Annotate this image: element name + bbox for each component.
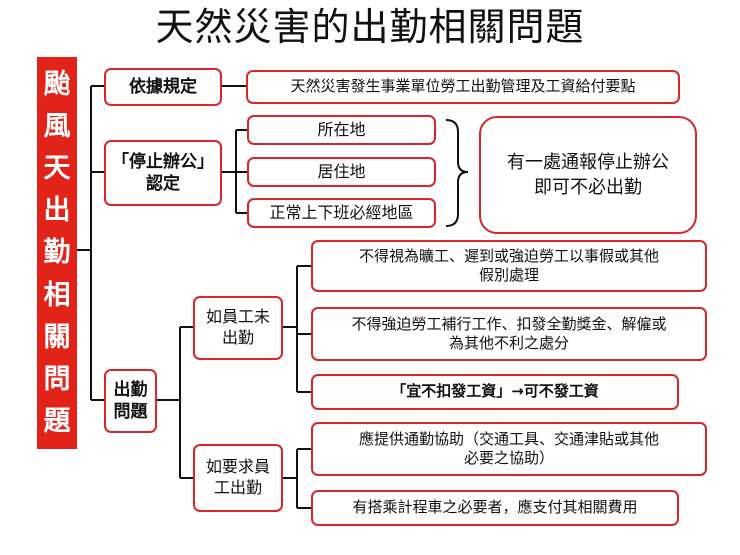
closure-conclusion-line1: 有一處通報停止辦公: [507, 151, 669, 173]
absent-item-line1: 不得強迫勞工補行工作、扣發全勤獎金、解僱或: [351, 314, 667, 333]
absent-label-line2: 出勤: [221, 328, 254, 347]
attendance-label-line1: 出勤: [113, 379, 148, 400]
absent-label: 如員工未 出勤: [193, 296, 283, 360]
absent-item-line1: 不得視為曠工、遲到或強迫勞工以事假或其他: [358, 246, 659, 265]
side-label-char: 勤: [43, 237, 71, 269]
absent-item-line2: 為其他不利之處分: [448, 334, 569, 352]
requested-item-line2: 必要之協助）: [463, 449, 554, 467]
side-label-char: 天: [43, 153, 71, 185]
absent-item-line1: 「宜不扣發工資」→可不發工資: [391, 382, 599, 401]
requested-item-taxi-fare: 有搭乘計程車之必要者，應支付其相關費用: [311, 490, 679, 526]
closure-label-line2: 認定: [146, 174, 180, 194]
absent-label-line1: 如員工未: [205, 307, 270, 327]
requested-item-line1: 有搭乘計程車之必要者，應支付其相關費用: [352, 498, 638, 517]
absent-item-no-absenteeism: 不得視為曠工、遲到或強迫勞工以事假或其他 假別處理: [311, 240, 707, 292]
requested-label: 如要求員 工出勤: [193, 444, 283, 512]
side-label-typhoon-attendance: 颱 風 天 出 勤 相 關 問 題: [37, 57, 77, 449]
diagram-title: 天然災害的出勤相關問題: [155, 5, 585, 49]
side-label-char: 颱: [43, 68, 71, 100]
closure-item-text: 正常上下班必經地區: [269, 202, 414, 222]
attendance-label: 出勤 問題: [104, 369, 157, 433]
closure-conclusion: 有一處通報停止辦公 即可不必出勤: [479, 116, 697, 234]
absent-item-no-penalty: 不得強迫勞工補行工作、扣發全勤獎金、解僱或 為其他不利之處分: [311, 307, 707, 361]
side-label-char: 關: [43, 321, 71, 353]
closure-item-commute-route: 正常上下班必經地區: [247, 198, 436, 228]
side-label-char: 相: [43, 279, 71, 311]
closure-conclusion-line2: 即可不必出勤: [534, 177, 642, 198]
closure-item-location: 所在地: [247, 115, 436, 145]
absent-item-wages: 「宜不扣發工資」→可不發工資: [311, 374, 679, 410]
side-label-char: 問: [43, 364, 71, 396]
requested-item-commute-assistance: 應提供通勤協助（交通工具、交通津貼或其他 必要之協助）: [311, 422, 707, 476]
attendance-label-line2: 問題: [113, 402, 148, 422]
closure-item-text: 居住地: [317, 161, 366, 181]
side-label-char: 風: [43, 110, 71, 142]
basis-label: 依據規定: [104, 68, 222, 106]
basis-label-text: 依據規定: [129, 76, 197, 97]
side-label-char: 題: [43, 406, 71, 438]
curly-brace: [445, 119, 469, 227]
closure-label-line1: 「停止辦公」: [112, 151, 214, 172]
requested-label-line2: 工出勤: [213, 478, 262, 497]
side-label-char: 出: [43, 195, 71, 227]
closure-item-residence: 居住地: [247, 157, 436, 187]
closure-item-text: 所在地: [317, 119, 366, 139]
requested-item-line1: 應提供通勤協助（交通工具、交通津貼或其他: [358, 429, 659, 448]
closure-label: 「停止辦公」 認定: [104, 140, 222, 206]
basis-content: 天然災害發生事業單位勞工出勤管理及工資給付要點: [246, 70, 680, 104]
absent-item-line2: 假別處理: [478, 266, 539, 284]
basis-content-text: 天然災害發生事業單位勞工出勤管理及工資給付要點: [290, 77, 636, 96]
requested-label-line1: 如要求員: [205, 457, 270, 477]
